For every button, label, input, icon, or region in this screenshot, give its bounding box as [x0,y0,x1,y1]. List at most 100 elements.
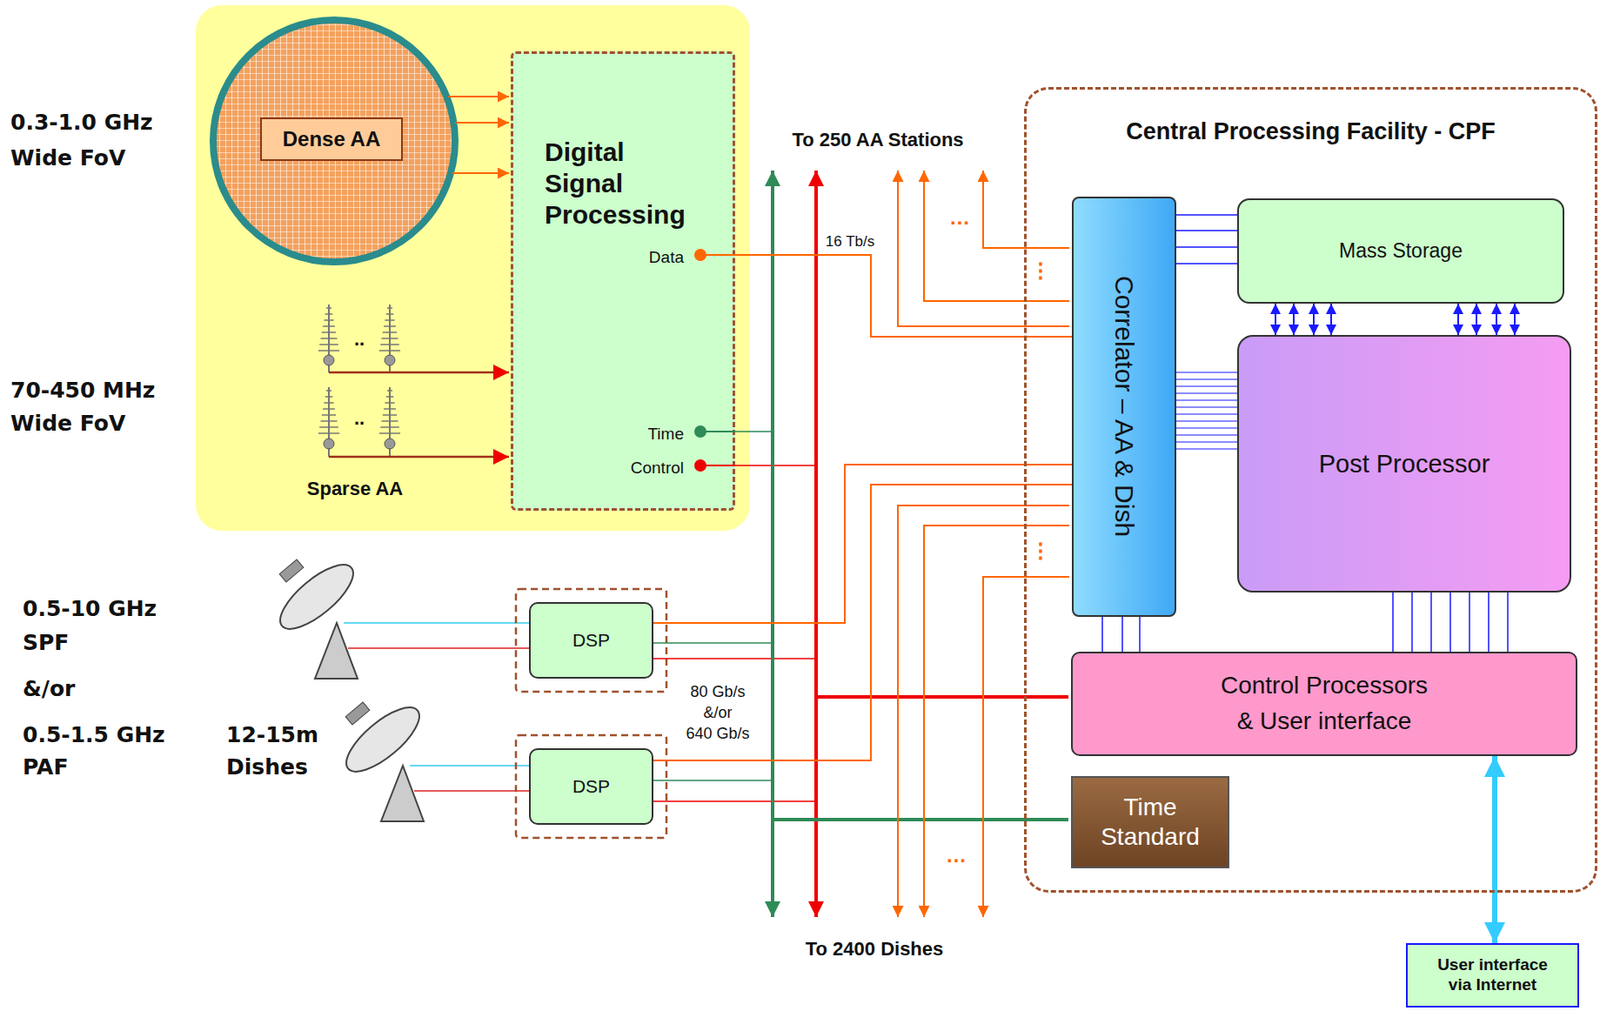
antenna-element [387,307,393,309]
sparse-wires [328,372,509,457]
dish-signal-wire [343,622,529,624]
dish-feed [345,702,370,725]
rate-label: 80 Gb/s [689,682,745,703]
dish-signal-wire [409,764,529,767]
antenna-element [322,408,335,410]
rate-label: 16 Tb/s [823,233,877,251]
dish-feed [279,559,304,583]
node-text: Sparse AA [307,477,403,501]
port-dot [694,248,707,262]
connector-line [1506,592,1509,652]
connector [1275,303,1515,335]
control-link [653,800,817,803]
rate-label: &/or [702,703,732,724]
connector-line [1176,378,1238,380]
antenna-element [322,325,335,328]
node-text: Dense AA [282,127,381,153]
connector-line [1274,303,1277,335]
connector-line [1513,303,1516,335]
node-text: Correlator – AA & Dish [1108,275,1140,537]
connector-line [1176,448,1238,449]
feed-arrow [452,172,509,175]
dish-pedestal [381,765,424,822]
processor-box: Post Processor [1237,334,1572,593]
dish-label: 12-15m [226,722,319,749]
dsp-enclosures [515,589,667,838]
node-text: Control [630,458,684,479]
antenna-element [386,395,395,398]
antenna-element [382,331,397,334]
connector [1176,214,1238,264]
signal-processing-box: Digital Signal ProcessingDataTimeControl [510,51,736,511]
node-text: Mass Storage [1338,239,1463,264]
connector-line [1176,246,1238,248]
connector-line [1138,616,1141,652]
antenna-element [384,401,395,404]
antenna-symbol [379,387,401,457]
antenna-element [319,343,339,346]
connector-line [1392,592,1394,652]
antenna-element [321,331,336,334]
connector-line [1176,399,1238,401]
ellipsis-mark: .. [354,407,365,430]
band-label: &/or [22,676,75,703]
connector [1494,756,1496,944]
connector-line [1176,434,1238,436]
antenna-element [383,325,396,328]
connector-line [1176,441,1238,442]
internet-box: User interface via Internet [1405,943,1580,1008]
antenna-base [323,354,335,366]
dsp-box: DSP [528,748,654,825]
connector-line [1475,303,1478,335]
dish-bowl [270,554,362,639]
antenna-element [318,349,340,352]
port-dot [694,459,707,472]
control-bus-link [816,695,1069,699]
antenna-element [325,395,334,398]
station-link [897,170,1070,327]
antenna-element [325,313,334,315]
connector-line [653,484,1072,761]
time-link [735,430,773,433]
connector [653,484,1072,761]
antenna-element [318,432,340,435]
time-standard-box: Time Standard [1071,776,1230,869]
antenna-element [381,337,399,340]
port-stubs [510,51,736,511]
connector [1102,616,1140,652]
node-text: DSP [572,629,610,651]
connector-line [1176,406,1238,408]
band-label: 0.5-1.5 GHz [22,722,166,749]
time-link [653,779,773,782]
band-label: PAF [22,754,68,781]
antenna-base [384,354,395,366]
node-text: Digital Signal Processing [544,136,697,231]
node-text: Time [647,424,684,445]
dish-wires [343,622,529,791]
connector-line [1492,756,1498,944]
connector-line [1495,303,1498,335]
connector-line [1101,616,1104,652]
connector-line [1292,303,1295,335]
band-label: Wide FoV [10,145,126,172]
array-label-box: Dense AA [260,117,403,161]
dish-label: Dishes [226,754,308,781]
dish-link [897,505,1070,918]
antenna-element [380,426,400,429]
connector-line [1312,303,1315,335]
antenna-element [321,337,338,340]
antenna-element [379,349,401,352]
node-text: Central Processing Facility - CPF [1125,117,1496,146]
control-bus [814,170,818,918]
connector-line [1487,592,1490,652]
antenna-element [323,319,334,322]
dish-link [923,525,1070,918]
connector-line [1468,592,1471,652]
ellipsis-mark: .. [354,328,365,351]
antenna-element [319,426,339,429]
antenna-element [323,401,334,404]
ellipsis-mark: … [949,205,971,231]
